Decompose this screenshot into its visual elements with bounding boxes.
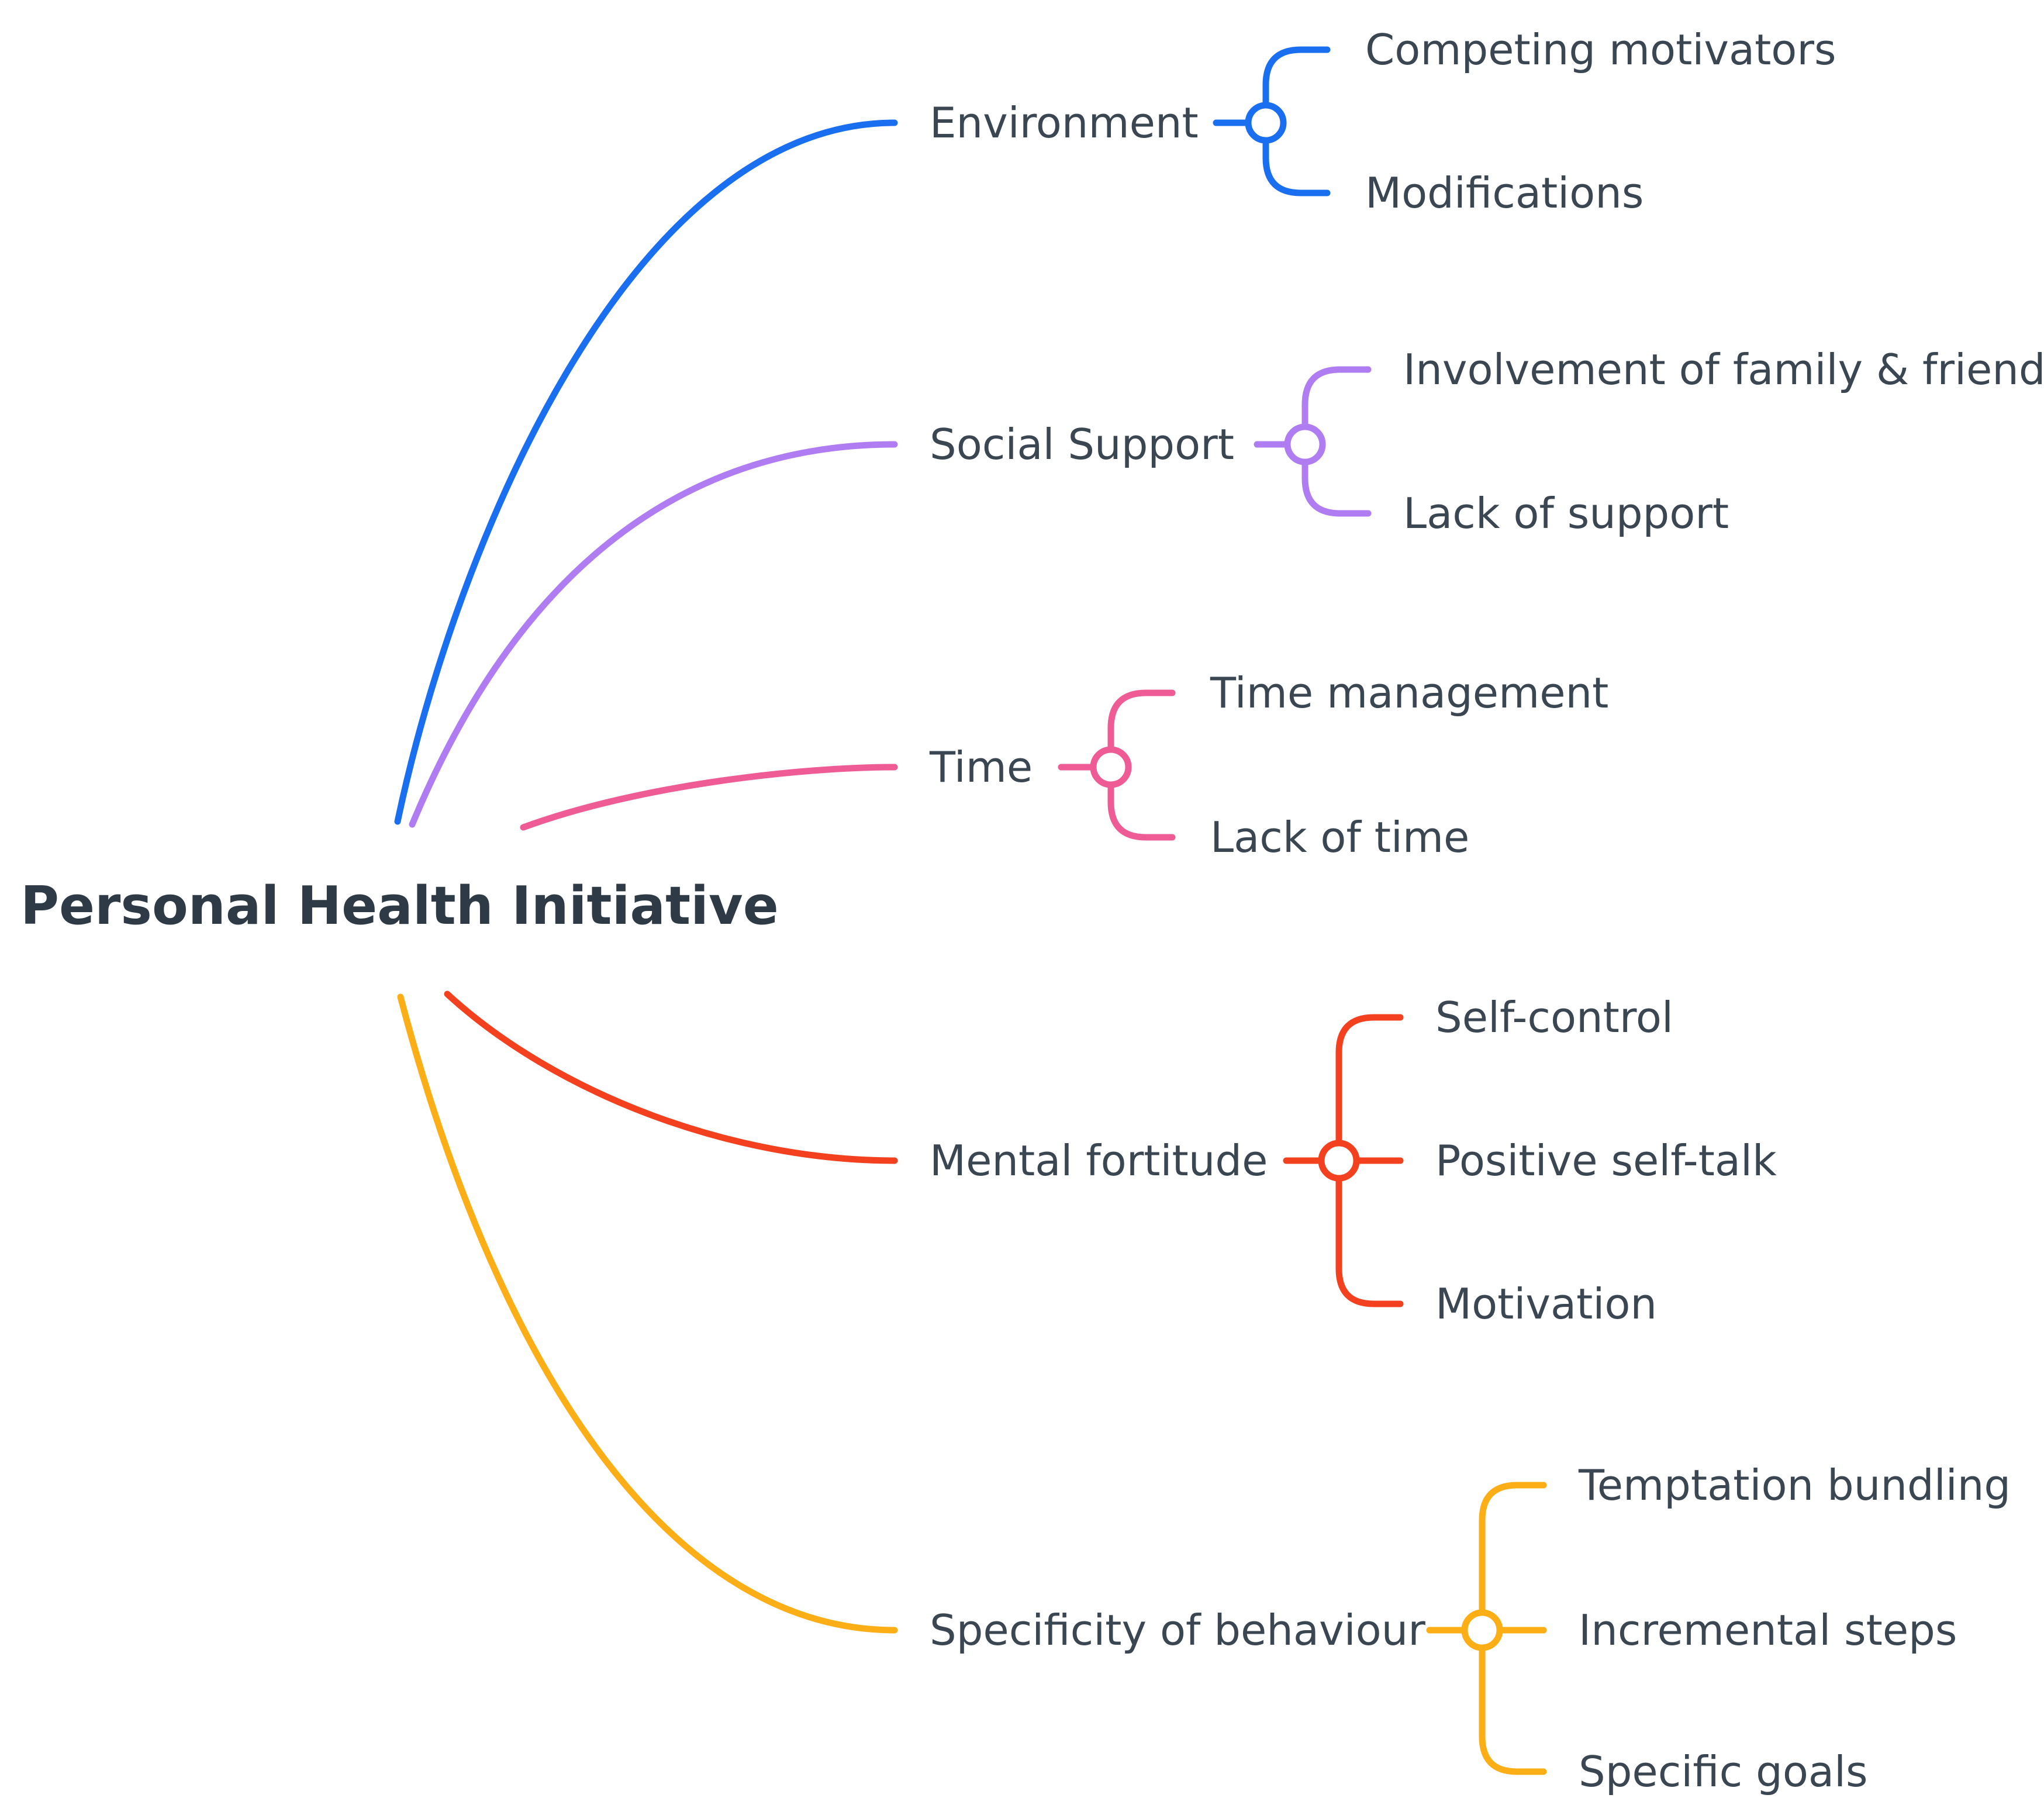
leaf-connector-time-management [1107, 689, 1176, 755]
hub-node-time[interactable] [1090, 746, 1132, 788]
label-layer: Personal Health Initiative Environment Co… [20, 25, 2044, 1796]
branch-label-social-support: Social Support [930, 420, 1234, 469]
leaf-connector-self-control [1335, 1014, 1404, 1149]
leaf-connector-motivation [1335, 1172, 1404, 1307]
leaf-connector-lack-of-time [1107, 779, 1176, 841]
leaf-connector-lack-of-support [1301, 456, 1372, 517]
leaf-label-lack-of-time: Lack of time [1210, 813, 1469, 862]
leaf-connector-specific-goals [1479, 1642, 1547, 1775]
leaf-label-involvement-of-family-and-friends: Involvement of family & friends [1403, 345, 2044, 394]
leaf-label-time-management: Time management [1210, 668, 1608, 717]
branch-connector-environment [394, 119, 898, 825]
leaf-label-motivation: Motivation [1435, 1279, 1657, 1328]
branch-connector-mental-fortitude [444, 990, 898, 1164]
branch-label-specificity-of-behaviour: Specificity of behaviour [930, 1606, 1425, 1655]
branch-connector-time [520, 764, 898, 831]
leaf-label-positive-self-talk: Positive self-talk [1435, 1136, 1777, 1185]
leaf-label-temptation-bundling: Temptation bundling [1578, 1461, 2011, 1510]
central-topic: Personal Health Initiative [20, 875, 779, 937]
leaf-connector-competing-motivators [1262, 46, 1331, 111]
leaf-label-specific-goals: Specific goals [1579, 1747, 1868, 1796]
leaf-label-incremental-steps: Incremental steps [1579, 1606, 1957, 1655]
branch-label-mental-fortitude: Mental fortitude [930, 1136, 1268, 1185]
branch-label-environment: Environment [930, 98, 1199, 147]
connector-layer [394, 46, 1547, 1775]
branch-connector-specificity-of-behaviour [397, 993, 898, 1634]
leaf-label-competing-motivators: Competing motivators [1365, 25, 1836, 74]
leaf-connector-temptation-bundling [1479, 1482, 1547, 1618]
leaf-label-lack-of-support: Lack of support [1403, 489, 1729, 538]
leaf-label-modifications: Modifications [1365, 168, 1644, 218]
leaf-label-self-control: Self-control [1435, 993, 1673, 1042]
hub-node-mental-fortitude[interactable] [1318, 1140, 1360, 1182]
leaf-connector-involvement-of-family-and-friends [1301, 366, 1372, 433]
hub-node-specificity-of-behaviour[interactable] [1461, 1609, 1503, 1651]
hub-node-social-support[interactable] [1284, 423, 1326, 465]
branch-label-time: Time [929, 743, 1033, 792]
leaf-connector-modifications [1262, 134, 1331, 196]
branch-connector-social-support [409, 441, 898, 828]
hub-node-environment[interactable] [1245, 102, 1287, 144]
